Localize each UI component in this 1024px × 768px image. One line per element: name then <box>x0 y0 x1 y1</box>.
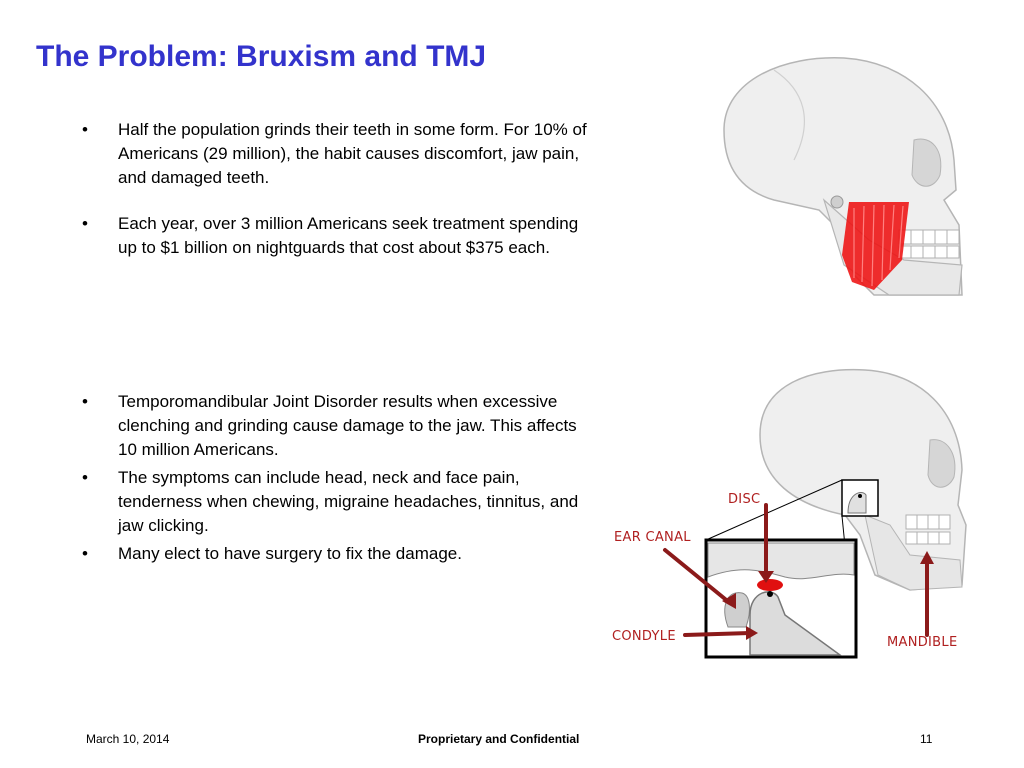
eye-socket-bottom <box>927 439 956 488</box>
bullet-item: Temporomandibular Joint Disorder results… <box>78 390 598 462</box>
skull-masseter-illustration <box>723 57 963 296</box>
label-ear-canal: EAR CANAL <box>614 530 691 545</box>
ear-canal-dot <box>830 195 844 209</box>
muscle-fibers <box>853 204 904 287</box>
label-arrows <box>663 503 929 637</box>
bullet-item: The symptoms can include head, neck and … <box>78 466 598 538</box>
joint-small-dot <box>858 494 862 498</box>
footer-confidential: Proprietary and Confidential <box>418 732 580 746</box>
teeth-row-bottom <box>905 514 951 545</box>
label-mandible: MANDIBLE <box>887 635 957 650</box>
footer-date: March 10, 2014 <box>86 732 170 746</box>
bullet-item: Each year, over 3 million Americans seek… <box>78 212 598 260</box>
page-number: 11 <box>920 732 933 746</box>
slide-title: The Problem: Bruxism and TMJ <box>36 40 487 73</box>
eye-socket <box>911 138 942 187</box>
zoom-line-top <box>705 479 843 541</box>
bullet-item: Many elect to have surgery to fix the da… <box>78 542 598 566</box>
label-condyle: CONDYLE <box>612 629 676 644</box>
condyle-zoom-dot <box>767 591 773 597</box>
disc-zoom <box>757 579 783 591</box>
mandible-bottom <box>864 514 963 591</box>
condyle-zoom <box>749 591 843 656</box>
skull-suture <box>773 69 805 161</box>
joint-small-condyle <box>847 491 867 514</box>
teeth-row <box>898 229 960 259</box>
label-disc: DISC <box>728 492 760 507</box>
bullet-item: Half the population grinds their teeth i… <box>78 118 598 190</box>
arrowheads <box>722 551 934 640</box>
bullet-list-top: Half the population grinds their teeth i… <box>78 118 598 282</box>
bullet-list-bottom: Temporomandibular Joint Disorder results… <box>78 390 598 570</box>
tmj-joint-diagram: DISC EAR CANAL CONDYLE MANDIBLE <box>612 368 967 659</box>
temporal-bone-zoom <box>707 542 855 580</box>
